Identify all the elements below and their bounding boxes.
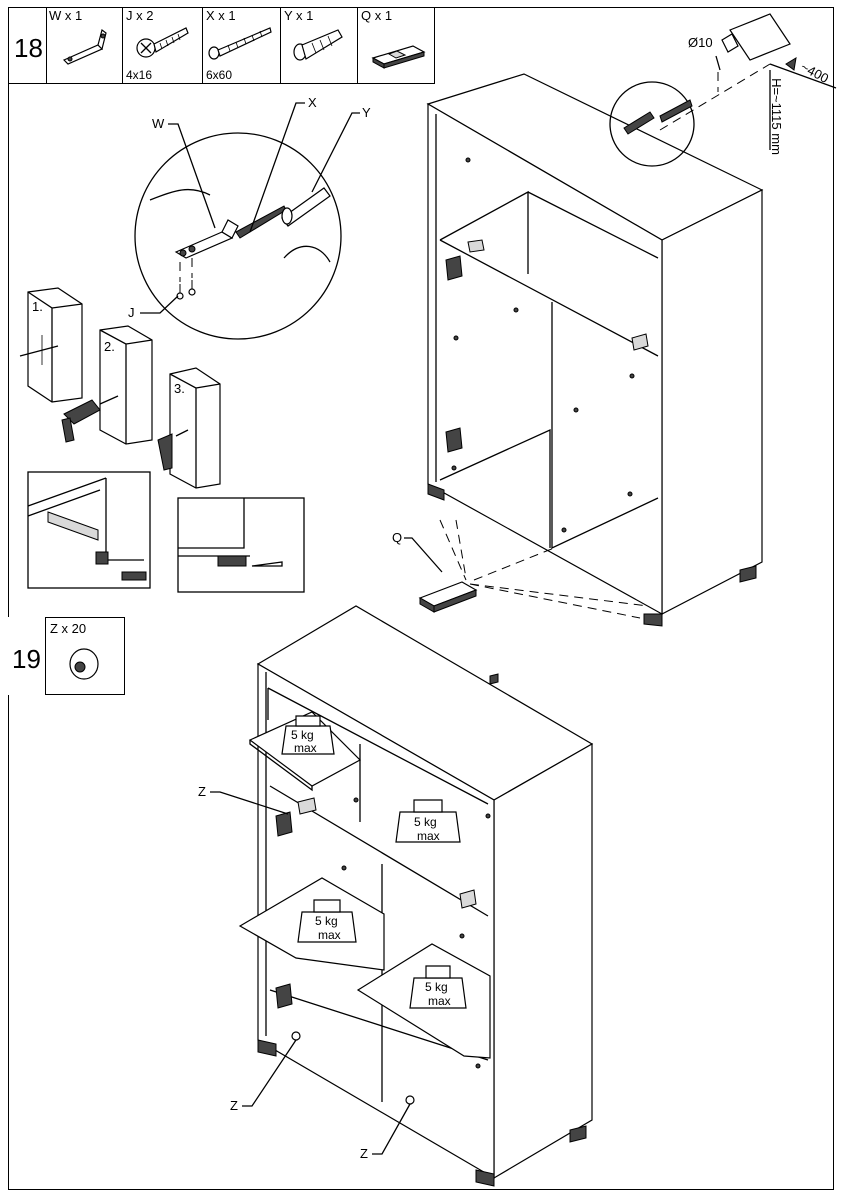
part-x-label: X x 1: [206, 8, 236, 23]
cabinet-step-18: [426, 73, 764, 627]
pad-q-placed-icon: [418, 581, 478, 613]
step-19-number: 19: [12, 644, 41, 674]
part-y-label: Y x 1: [284, 8, 314, 23]
screw-j-icon: [136, 27, 189, 58]
callout-x: X: [308, 95, 317, 110]
part-x-cell: [202, 7, 280, 84]
callout-j-leader: [140, 295, 179, 314]
shelf-load-1-weight: 5 kg: [291, 728, 314, 742]
detail-magnifier: [134, 132, 342, 340]
callout-y: Y: [362, 105, 371, 120]
substep-1-label: 1.: [32, 299, 43, 314]
part-w-label: W x 1: [49, 8, 83, 23]
shelf-load-2-unit: max: [417, 829, 440, 843]
pad-q-projection-lines: [439, 519, 649, 619]
part-j-cell: [122, 7, 202, 84]
substep-3-label: 3.: [174, 381, 185, 396]
shelf-pin-z-placed-icon: [291, 1031, 301, 1041]
weight-icon-1: [281, 715, 335, 755]
weight-icon-2: [395, 799, 461, 843]
substep-3-panel: [157, 367, 221, 489]
shelf-load-3-unit: max: [318, 928, 341, 942]
drill-icon: [715, 13, 791, 92]
shelf-pin-z-icon: [69, 648, 99, 680]
shelf-load-2-weight: 5 kg: [414, 815, 437, 829]
shelf-load-4-weight: 5 kg: [425, 980, 448, 994]
callout-z2-leader: [242, 1039, 297, 1107]
substep-1-panel: [19, 287, 83, 403]
shelf-load-4-unit: max: [428, 994, 451, 1008]
drill-path-dashed: [659, 63, 771, 131]
weight-icon-4: [409, 965, 467, 1009]
callout-z2: Z: [230, 1098, 238, 1113]
dowel-y-icon: [293, 29, 343, 61]
callout-q-leader: [404, 537, 443, 573]
callout-w-leader: [168, 123, 216, 229]
detail-box-left: [27, 471, 151, 589]
part-y-cell: [280, 7, 357, 84]
callout-z1-leader: [210, 791, 289, 815]
callout-z1: Z: [198, 784, 206, 799]
part-q-cell: [357, 7, 435, 84]
callout-y-leader: [311, 112, 360, 193]
distance-dimension-line: [769, 63, 837, 89]
shelf-load-3-weight: 5 kg: [315, 914, 338, 928]
callout-w: W: [152, 116, 165, 131]
shelf-load-1-unit: max: [294, 741, 317, 755]
substep-2-panel: [61, 325, 153, 445]
callout-q: Q: [392, 530, 403, 545]
top-detail-circle: [609, 81, 695, 167]
callout-j: J: [128, 305, 135, 320]
callout-z3: Z: [360, 1146, 368, 1161]
screw-x-icon: [208, 27, 272, 60]
bracket-w-icon: [62, 28, 107, 65]
part-z-label: Z x 20: [50, 621, 87, 636]
weight-icon-3: [297, 899, 357, 943]
shelf-pin-z-placed-icon-2: [405, 1095, 415, 1105]
step-19-number-cell: [8, 617, 46, 695]
callout-z3-leader: [372, 1103, 411, 1155]
detail-box-right: [177, 497, 305, 593]
distance-arrow-icon: [785, 57, 797, 71]
part-j-size: 4x16: [126, 68, 153, 82]
part-x-size: 6x60: [206, 68, 233, 82]
drill-diameter: Ø10: [688, 35, 713, 50]
step-18-number: 18: [14, 33, 43, 63]
pad-q-icon: [371, 45, 426, 69]
part-j-label: J x 2: [126, 8, 154, 23]
part-w-cell: [46, 7, 122, 84]
step-18-header: [8, 7, 435, 84]
substep-2-label: 2.: [104, 339, 115, 354]
callout-x-leader: [249, 102, 305, 233]
part-q-label: Q x 1: [361, 8, 393, 23]
